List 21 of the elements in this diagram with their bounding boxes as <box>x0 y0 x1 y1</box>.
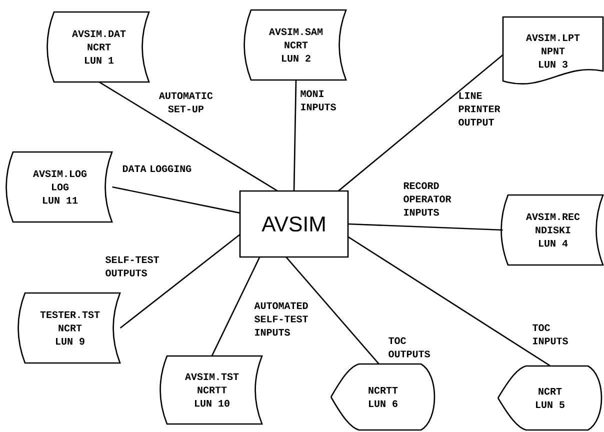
connector-line <box>348 236 550 366</box>
connector-line <box>112 186 240 214</box>
edge-label: AUTOMATED SELF-TEST INPUTS <box>254 302 308 336</box>
edge-label: LINE PRINTER OUTPUT <box>458 92 500 126</box>
connector-line <box>211 256 260 356</box>
edge-label: MONI INPUTS <box>300 90 336 110</box>
connector-line <box>120 234 240 329</box>
edge-label: TOC OUTPUTS <box>388 337 430 358</box>
display-symbol: NCRTT LUN 6 <box>330 363 436 431</box>
edge-label: SELF-TEST OUTPUTS <box>105 256 159 276</box>
connector-line <box>338 54 504 192</box>
connector-line <box>286 256 380 364</box>
edge-label: DATA LOGGING <box>122 165 192 172</box>
edge-label: RECORD OPERATOR INPUTS <box>404 182 452 216</box>
process-box: AVSIM <box>239 190 349 258</box>
edge-label: AUTOMATIC SET-UP <box>158 92 213 112</box>
connector-line <box>293 80 297 192</box>
display-symbol: NCRT LUN 5 <box>497 365 602 431</box>
connector-line <box>98 81 278 192</box>
connector-line <box>348 223 503 231</box>
edge-label: TOC INPUTS <box>532 324 568 344</box>
